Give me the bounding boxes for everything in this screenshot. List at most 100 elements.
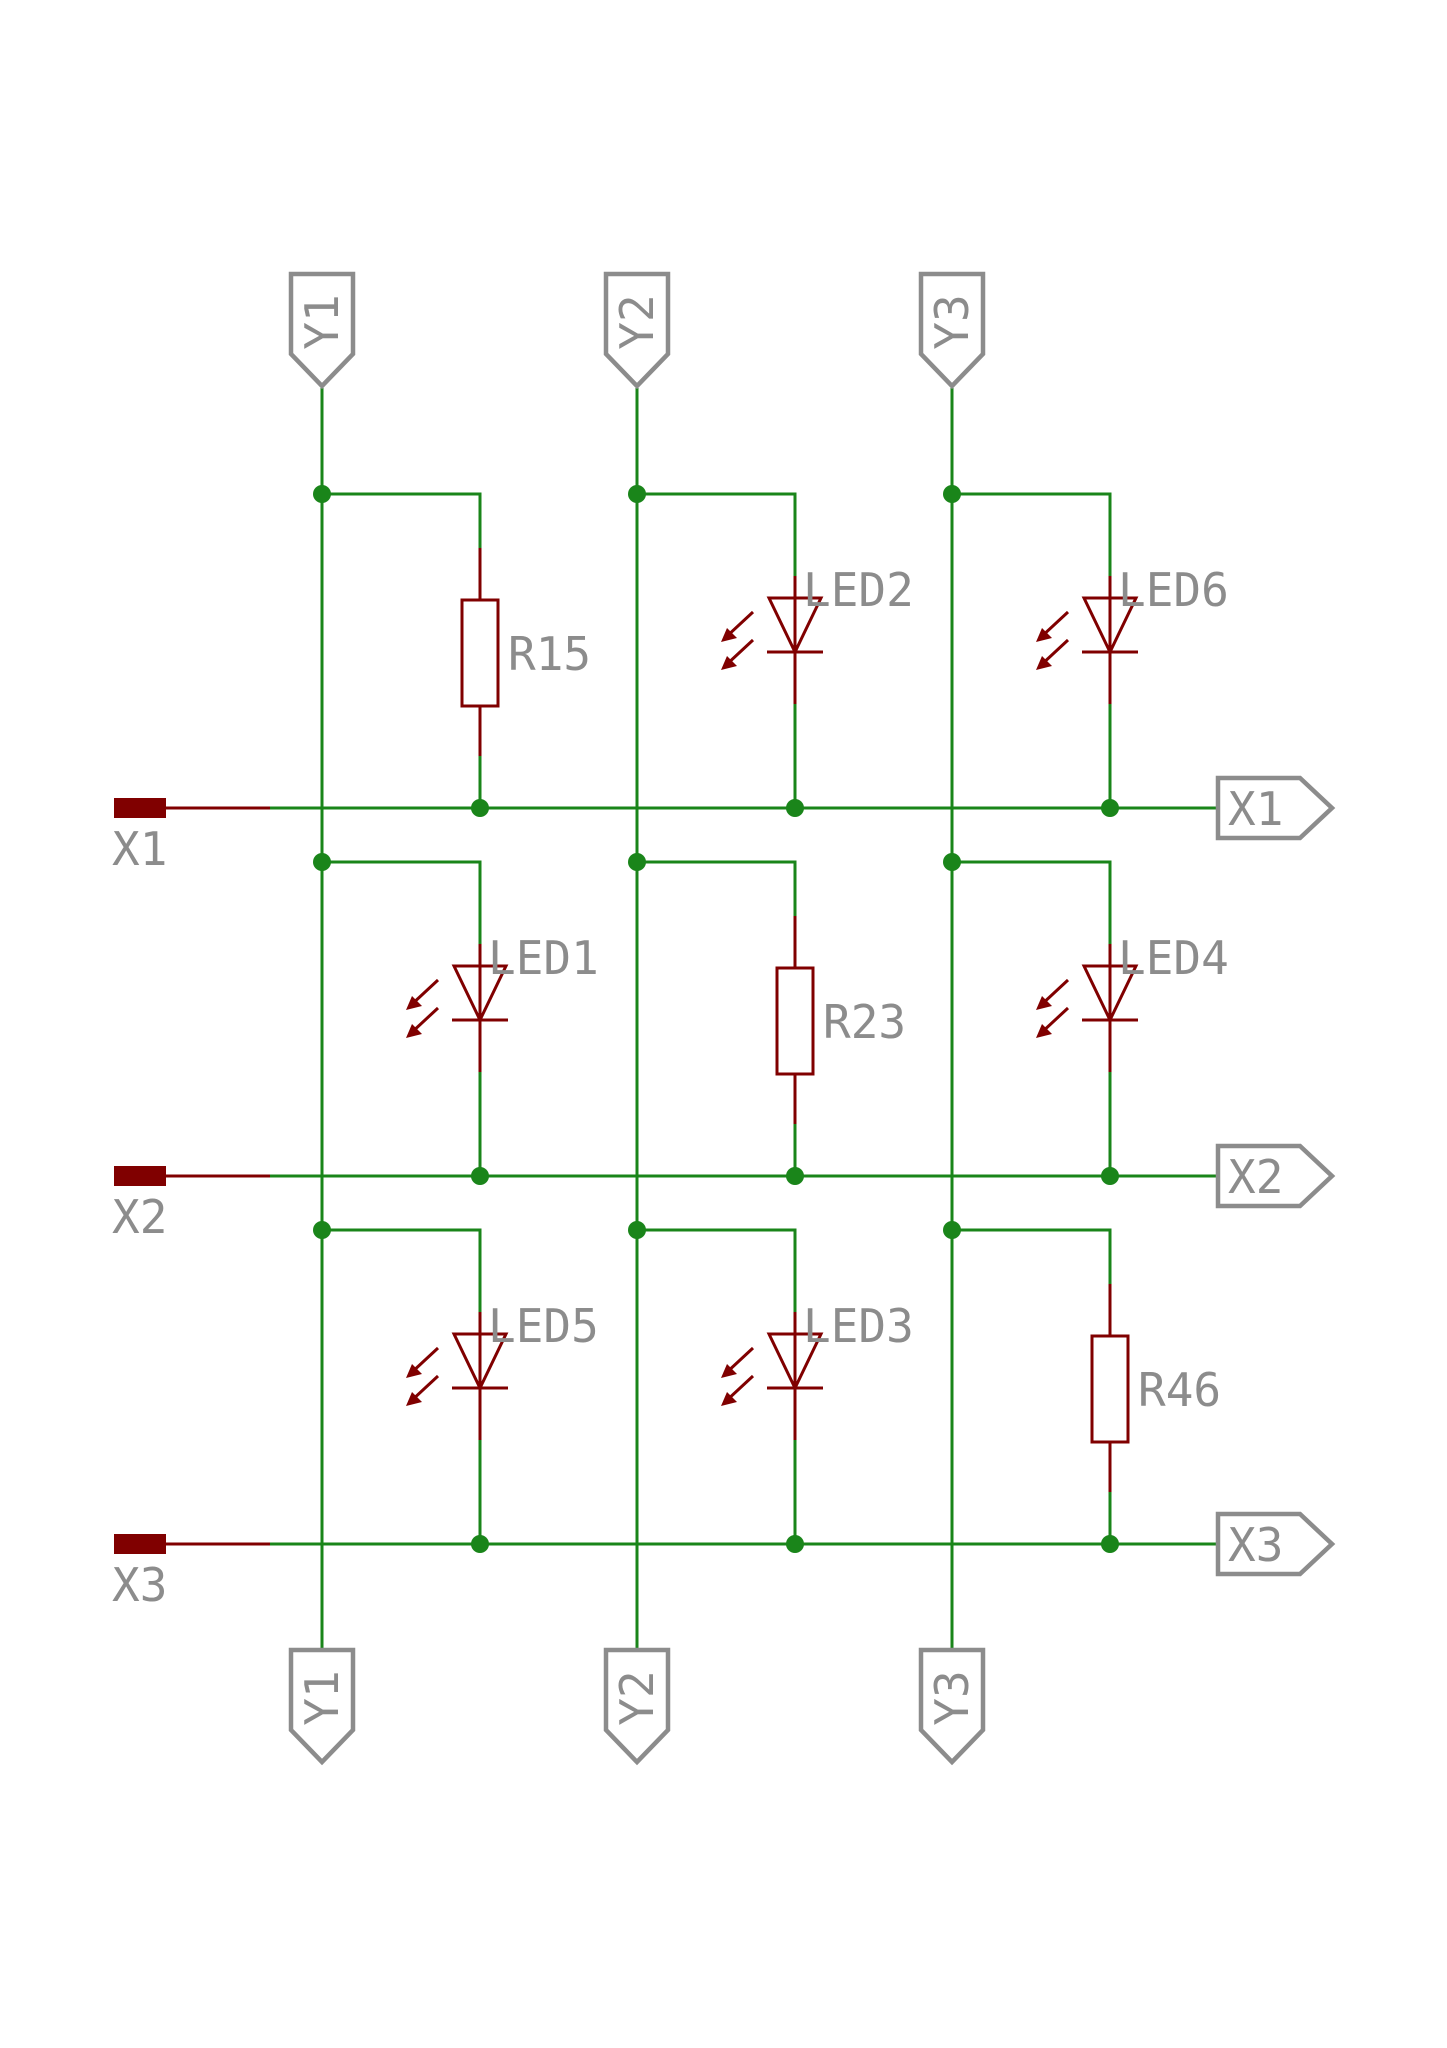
port-label: Y3 — [925, 294, 979, 349]
right-port-x3: X3 — [1215, 1511, 1336, 1577]
connector-pad — [114, 1166, 166, 1186]
bottom-port-y3: Y3 — [918, 1647, 986, 1766]
branch-wire — [952, 1228, 1112, 1284]
led-arrowhead — [1036, 656, 1052, 670]
branch-wire — [637, 492, 797, 576]
junction-dot — [628, 853, 646, 871]
left-connector-x3: X3 — [112, 1534, 167, 1612]
led-triangle — [766, 596, 824, 656]
led-arrowhead — [406, 1024, 422, 1038]
led-arrowhead — [406, 1392, 422, 1406]
resistor-body — [1090, 1334, 1130, 1444]
port-label: X1 — [1228, 782, 1283, 836]
junction-dot — [471, 1167, 489, 1185]
right-port-x1: X1 — [1215, 775, 1336, 841]
component-label: LED6 — [1118, 563, 1229, 617]
branch-wire — [637, 1228, 797, 1312]
port-tag-shape — [603, 271, 671, 390]
junction-dot — [1101, 1167, 1119, 1185]
component-label: LED3 — [803, 1299, 914, 1353]
led1-led: LED1 — [322, 860, 599, 1176]
led-arrowhead — [721, 628, 737, 642]
led-arrowhead — [721, 1364, 737, 1378]
component-label: LED5 — [488, 1299, 599, 1353]
led-arrowhead — [406, 996, 422, 1010]
resistor-body — [460, 598, 500, 708]
led-triangle — [451, 964, 509, 1024]
port-tag-shape — [603, 1647, 671, 1766]
junction-dot — [471, 1535, 489, 1553]
led5-led: LED5 — [322, 1228, 599, 1544]
port-tag-shape — [918, 271, 986, 390]
bottom-port-y1: Y1 — [288, 1647, 356, 1766]
r23-resistor: R23 — [637, 860, 906, 1176]
port-tag-shape — [918, 1647, 986, 1766]
led-triangle — [451, 1332, 509, 1392]
junction-dot — [313, 485, 331, 503]
port-tag-shape — [288, 1647, 356, 1766]
branch-wire — [952, 492, 1112, 576]
port-label: Y1 — [295, 294, 349, 349]
junction-dot — [786, 799, 804, 817]
connector-label: X3 — [112, 1558, 167, 1612]
branch-wire — [322, 1228, 482, 1312]
r15-resistor: R15 — [322, 492, 591, 808]
component-label: R23 — [823, 995, 906, 1049]
led4-led: LED4 — [952, 860, 1229, 1176]
junction-dot — [471, 799, 489, 817]
branch-wire — [952, 860, 1112, 944]
junctions — [313, 485, 1119, 1553]
junction-dot — [943, 853, 961, 871]
port-tag-shape — [1215, 1143, 1336, 1209]
junction-dot — [786, 1167, 804, 1185]
left-connector-x1: X1 — [112, 798, 167, 876]
led-arrowhead — [721, 656, 737, 670]
port-tag-shape — [288, 271, 356, 390]
port-tag-shape — [1215, 1511, 1336, 1577]
connector-pad — [114, 1534, 166, 1554]
right-port-x2: X2 — [1215, 1143, 1336, 1209]
led-arrowhead — [406, 1364, 422, 1378]
bottom-port-y2: Y2 — [603, 1647, 671, 1766]
branch-wire — [322, 492, 482, 548]
junction-dot — [786, 1535, 804, 1553]
left-connector-x2: X2 — [112, 1166, 167, 1244]
led-arrowhead — [1036, 996, 1052, 1010]
junction-dot — [1101, 799, 1119, 817]
junction-dot — [313, 853, 331, 871]
connector-label: X1 — [112, 822, 167, 876]
r46-resistor: R46 — [952, 1228, 1221, 1544]
junction-dot — [1101, 1535, 1119, 1553]
port-label: X2 — [1228, 1150, 1283, 1204]
top-port-y1: Y1 — [288, 271, 356, 390]
led-triangle — [766, 1332, 824, 1392]
led6-led: LED6 — [952, 492, 1229, 808]
port-label: Y2 — [610, 1670, 664, 1725]
port-label: X3 — [1228, 1518, 1283, 1572]
led3-led: LED3 — [637, 1228, 914, 1544]
port-tag-shape — [1215, 775, 1336, 841]
port-label: Y2 — [610, 294, 664, 349]
led-triangle — [1081, 596, 1139, 656]
top-port-y2: Y2 — [603, 271, 671, 390]
led2-led: LED2 — [637, 492, 914, 808]
component-label: R46 — [1138, 1363, 1221, 1417]
component-label: LED4 — [1118, 931, 1229, 985]
led-arrowhead — [1036, 628, 1052, 642]
component-label: LED1 — [488, 931, 599, 985]
led-arrowhead — [1036, 1024, 1052, 1038]
junction-dot — [628, 1221, 646, 1239]
junction-dot — [313, 1221, 331, 1239]
port-label: Y3 — [925, 1670, 979, 1725]
wires — [165, 388, 1218, 1652]
connector-pad — [114, 798, 166, 818]
led-triangle — [1081, 964, 1139, 1024]
branch-wire — [637, 860, 797, 916]
top-port-y3: Y3 — [918, 271, 986, 390]
junction-dot — [943, 485, 961, 503]
component-label: LED2 — [803, 563, 914, 617]
connector-label: X2 — [112, 1190, 167, 1244]
